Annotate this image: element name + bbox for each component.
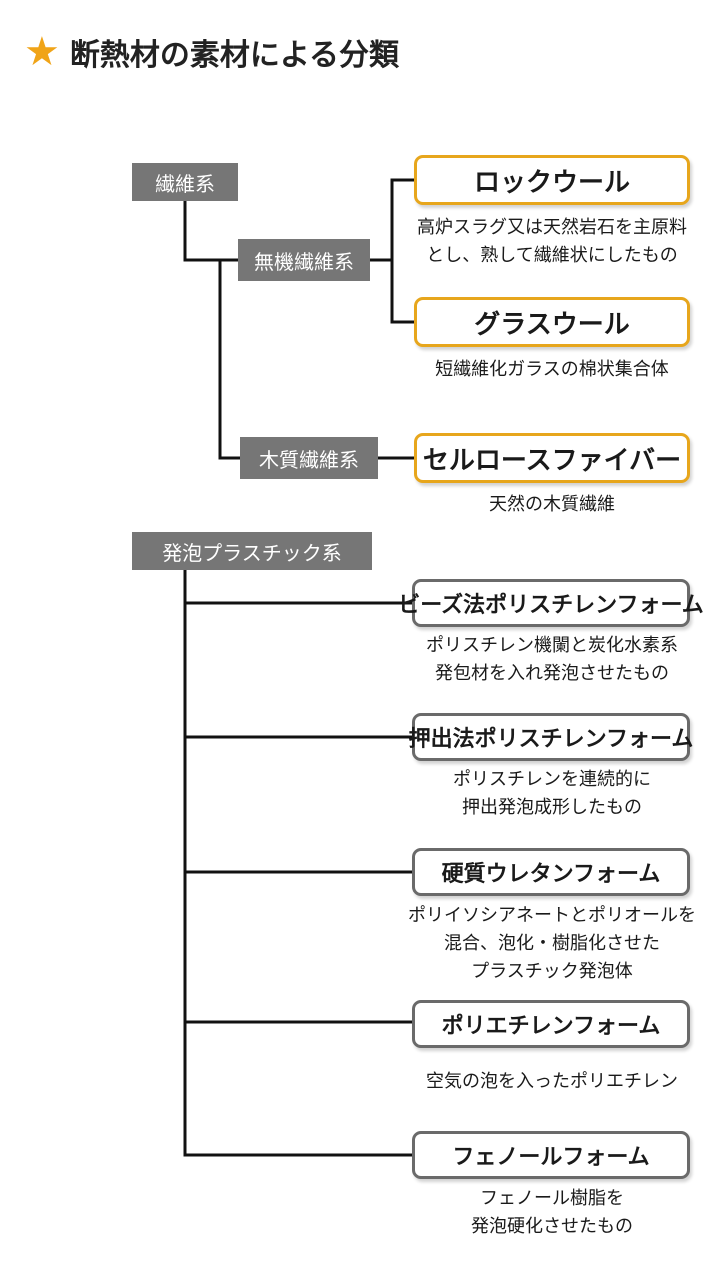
- title-row: ★ 断熱材の素材による分類: [24, 28, 399, 76]
- material-xps-foam-desc: ポリスチレンを連続的に 押出発泡成形したもの: [453, 769, 651, 818]
- material-eps-foam-desc: ポリスチレン機闌と炭化水素系 発包材を入れ発泡させたもの: [426, 635, 678, 684]
- material-phenolic-foam: フェノールフォーム: [412, 1131, 690, 1179]
- page-title: 断熱材の素材による分類: [69, 38, 399, 73]
- material-glasswool: グラスウール: [414, 297, 690, 347]
- material-glasswool-desc: 短繊維化ガラスの棉状集合体: [435, 359, 669, 380]
- material-rigid-urethane-foam: 硬質ウレタンフォーム: [412, 848, 690, 896]
- material-rockwool: ロックウール: [414, 155, 690, 205]
- material-polyethylene-foam-desc: 空気の泡を入ったポリエチレン: [426, 1071, 678, 1092]
- connector-foam-branches: [183, 601, 414, 1157]
- connector-inorganic-bracket: [368, 178, 416, 324]
- material-eps-foam: ビーズ法ポリスチレンフォーム: [398, 579, 704, 627]
- material-rockwool-desc: 高炉スラグ又は天然岩石を主原料 とし、熟して繊維状にしたもの: [417, 217, 687, 266]
- category-inorganic-fiber: 無機繊維系: [238, 239, 370, 281]
- material-xps-foam: 押出法ポリスチレンフォーム: [409, 713, 693, 761]
- material-rigid-urethane-foam-desc: ポリイソシアネートとポリオールを 混合、泡化・樹脂化させた プラスチック発泡体: [408, 905, 696, 982]
- connector-fiber-trunk: [183, 198, 242, 262]
- material-polyethylene-foam: ポリエチレンフォーム: [412, 1000, 690, 1048]
- material-cellulose-fiber-desc: 天然の木質繊維: [489, 494, 615, 515]
- category-wood-fiber: 木質繊維系: [240, 437, 378, 479]
- material-phenolic-foam-desc: フェノール樹脂を 発泡硬化させたもの: [471, 1188, 633, 1237]
- category-foam-plastic: 発泡プラスチック系: [132, 532, 372, 570]
- star-icon: ★: [24, 29, 60, 75]
- category-fiber: 繊維系: [132, 163, 238, 201]
- material-cellulose-fiber: セルロースファイバー: [414, 433, 690, 483]
- connector-fiber-branch: [218, 258, 242, 460]
